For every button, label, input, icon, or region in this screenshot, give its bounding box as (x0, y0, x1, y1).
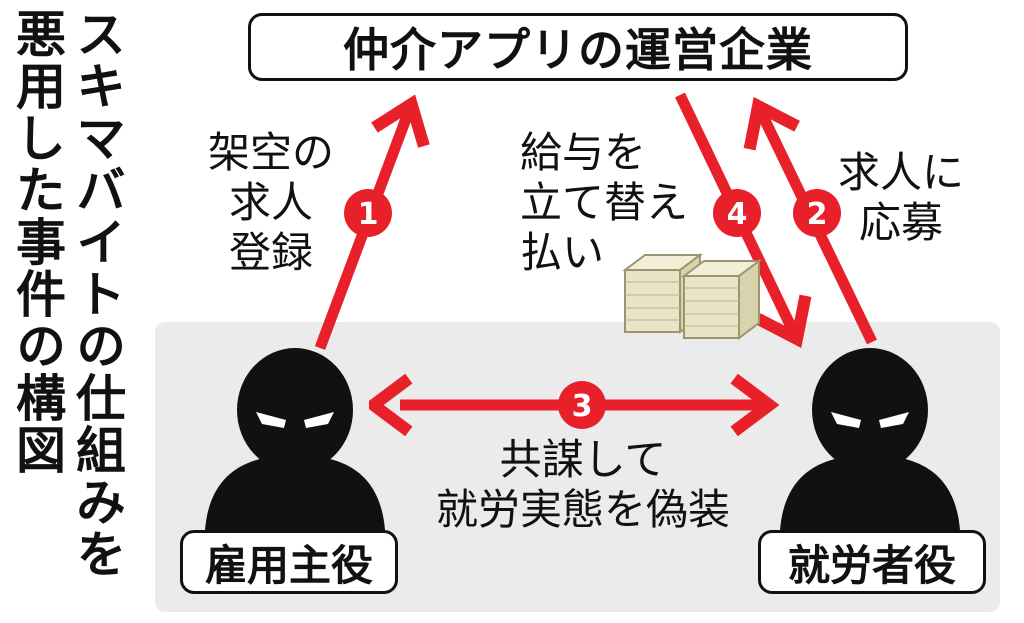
step-badge-4: 4 (713, 189, 761, 237)
worker-figure-icon (780, 348, 960, 530)
step-4-label: 給与を 立て替え 払い (520, 128, 689, 277)
step-badge-1: 1 (344, 189, 392, 237)
employer-role-box: 雇用主役 (180, 530, 398, 594)
company-box: 仲介アプリの運営企業 (248, 13, 908, 81)
svg-text:4: 4 (727, 197, 748, 232)
step-badge-2: 2 (793, 189, 841, 237)
step-badge-3: 3 (558, 381, 606, 429)
money-stack-icon (622, 253, 762, 340)
title-line-2: 悪用した事件の構図 (8, 8, 66, 476)
svg-text:3: 3 (572, 389, 593, 424)
title-line-1: スキマバイトの仕組みを (68, 8, 126, 580)
svg-text:1: 1 (358, 197, 379, 232)
svg-text:2: 2 (807, 197, 828, 232)
step-3-label: 共謀して 就労実態を偽装 (435, 435, 730, 534)
employer-figure-icon (205, 348, 385, 530)
worker-role-box: 就労者役 (758, 530, 986, 594)
step-1-label: 架空の 求人 登録 (208, 128, 335, 277)
step-2-label: 求人に 応募 (838, 148, 965, 247)
